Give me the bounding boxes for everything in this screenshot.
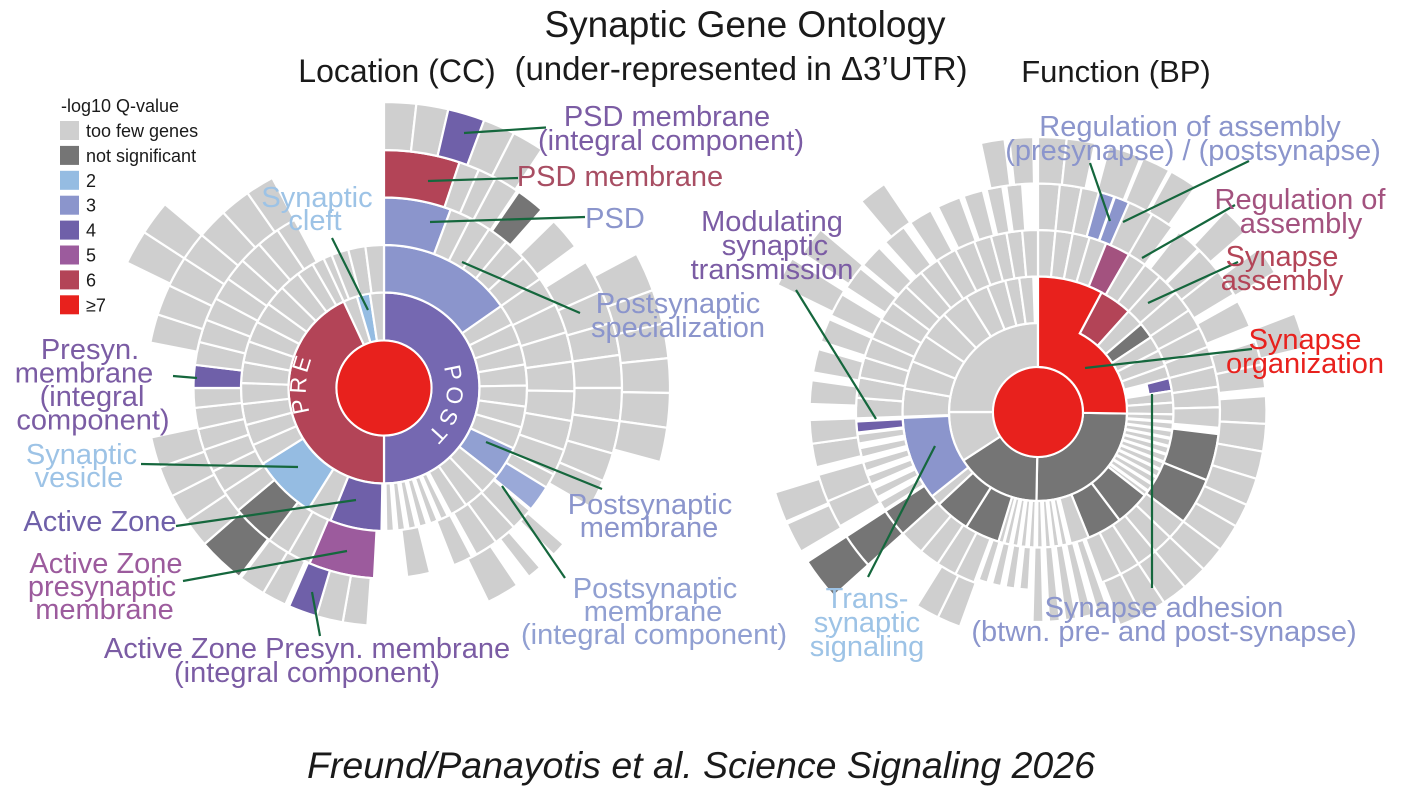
svg-text:synaptic: synaptic [722,230,828,262]
svg-text:presynaptic: presynaptic [28,571,176,603]
svg-text:(integral component): (integral component) [521,619,787,651]
svg-text:membrane: membrane [15,358,154,390]
svg-text:Postsynaptic: Postsynaptic [573,573,737,605]
svg-text:assembly: assembly [1240,208,1363,240]
svg-text:PSD: PSD [585,203,645,235]
svg-text:Synapse: Synapse [1226,241,1339,273]
svg-text:Postsynaptic: Postsynaptic [568,489,732,521]
svg-text:PSD membrane: PSD membrane [564,101,770,133]
svg-text:component): component) [16,405,169,437]
svg-text:6: 6 [86,270,96,290]
svg-text:Modulating: Modulating [701,206,843,238]
svg-text:signaling: signaling [810,631,924,663]
svg-text:synaptic: synaptic [814,607,920,639]
svg-text:Synaptic: Synaptic [261,182,372,214]
svg-text:specialization: specialization [591,312,765,344]
svg-text:3: 3 [86,196,96,216]
svg-text:Function (BP): Function (BP) [1021,54,1211,89]
svg-text:Postsynaptic: Postsynaptic [596,288,760,320]
svg-text:5: 5 [86,246,96,266]
svg-text:not significant: not significant [86,146,196,166]
svg-text:Synaptic Gene Ontology: Synaptic Gene Ontology [544,4,946,45]
svg-text:(integral component): (integral component) [538,125,804,157]
svg-text:Synapse: Synapse [1249,324,1362,356]
svg-text:-log10 Q-value: -log10 Q-value [61,96,179,116]
svg-text:(under-represented in Δ3’UTR): (under-represented in Δ3’UTR) [514,50,967,87]
svg-text:(presynapse) / (postsynapse): (presynapse) / (postsynapse) [1005,135,1381,167]
svg-text:Regulation of: Regulation of [1215,184,1387,216]
svg-text:membrane: membrane [580,512,719,544]
svg-text:(integral component): (integral component) [174,657,440,689]
svg-text:membrane: membrane [584,596,723,628]
svg-text:cleft: cleft [288,205,341,237]
svg-text:Presyn.: Presyn. [41,334,139,366]
svg-text:Synapse adhesion: Synapse adhesion [1045,592,1284,624]
svg-text:Location (CC): Location (CC) [298,53,495,89]
svg-text:PRE: PRE [285,349,318,416]
svg-text:Active Zone: Active Zone [29,548,182,580]
svg-text:assembly: assembly [1221,265,1344,297]
svg-text:Regulation of assembly: Regulation of assembly [1039,111,1341,143]
svg-text:too few genes: too few genes [86,121,198,141]
svg-text:organization: organization [1226,348,1384,380]
svg-text:2: 2 [86,171,96,191]
svg-text:(integral: (integral [40,381,145,413]
svg-text:Synaptic: Synaptic [26,439,137,471]
svg-text:Active Zone Presyn. membrane: Active Zone Presyn. membrane [104,633,510,665]
svg-text:transmission: transmission [691,254,854,286]
svg-text:vesicle: vesicle [35,462,124,494]
svg-text:Active Zone: Active Zone [23,506,176,538]
svg-text:membrane: membrane [35,594,174,626]
svg-text:Freund/Panayotis et al. Scienc: Freund/Panayotis et al. Science Signalin… [307,744,1095,786]
svg-text:4: 4 [86,221,96,241]
svg-text:≥7: ≥7 [86,295,106,315]
svg-text:(btwn. pre- and post-synapse): (btwn. pre- and post-synapse) [971,616,1356,648]
svg-text:PSD membrane: PSD membrane [517,161,723,193]
svg-text:Trans-: Trans- [826,583,909,615]
